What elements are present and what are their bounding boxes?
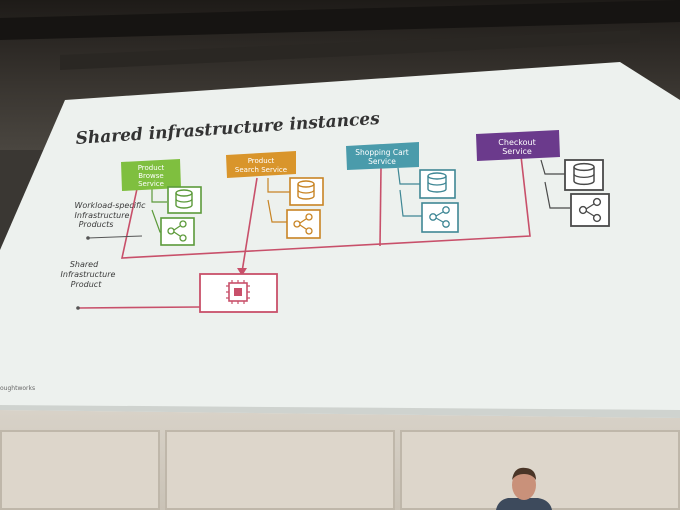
service-label: Service	[502, 147, 532, 156]
cpu-chip-icon	[199, 273, 278, 313]
thoughtworks-logo: oughtworks	[0, 385, 35, 392]
service-label: Service	[138, 180, 164, 188]
checkout-connectors	[540, 159, 570, 209]
share-icon	[160, 217, 195, 246]
shared-connectors	[77, 155, 531, 309]
ceiling-beam	[0, 0, 680, 70]
screen-shadow	[0, 405, 680, 418]
leader-dot	[86, 236, 90, 240]
workload-annotation: Workload-specific Infrastructure Product…	[74, 201, 146, 229]
service-label: Service	[368, 157, 396, 166]
search-connectors	[267, 178, 290, 223]
share-icon	[286, 209, 321, 239]
service-label: Browse	[138, 172, 164, 180]
database-icon	[167, 186, 202, 214]
service-label: Shopping Cart	[355, 148, 409, 157]
service-label: Product	[138, 164, 165, 172]
database-icon	[419, 169, 456, 199]
share-icon	[421, 202, 459, 233]
wall-panel	[165, 430, 395, 510]
annotation-label: Product	[71, 280, 103, 289]
annotation-label: Infrastructure	[75, 211, 130, 220]
service-label: Search Service	[235, 166, 287, 174]
annotation-label: Workload-specific	[74, 201, 146, 210]
database-icon	[564, 159, 604, 191]
service-checkout: Checkout Service	[476, 130, 560, 161]
wall-panel	[0, 430, 160, 510]
annotation-leaders	[87, 235, 143, 239]
service-label: Checkout	[498, 138, 535, 147]
presenter	[496, 467, 552, 510]
annotation-label: Infrastructure	[61, 270, 116, 279]
wall-panel	[400, 430, 680, 510]
share-icon	[570, 193, 610, 227]
annotation-label: Shared	[70, 260, 99, 269]
database-icon	[289, 177, 324, 206]
cart-connectors	[397, 167, 422, 217]
service-product-browse: Product Browse Service	[121, 159, 181, 191]
service-label: Product	[248, 157, 275, 165]
leader-dot	[76, 306, 80, 310]
annotation-label: Products	[79, 220, 114, 229]
service-product-search: Product Search Service	[226, 151, 296, 178]
arrowhead	[237, 268, 247, 276]
shared-annotation: Shared Infrastructure Product	[61, 260, 116, 289]
service-shopping-cart: Shopping Cart Service	[346, 142, 419, 170]
